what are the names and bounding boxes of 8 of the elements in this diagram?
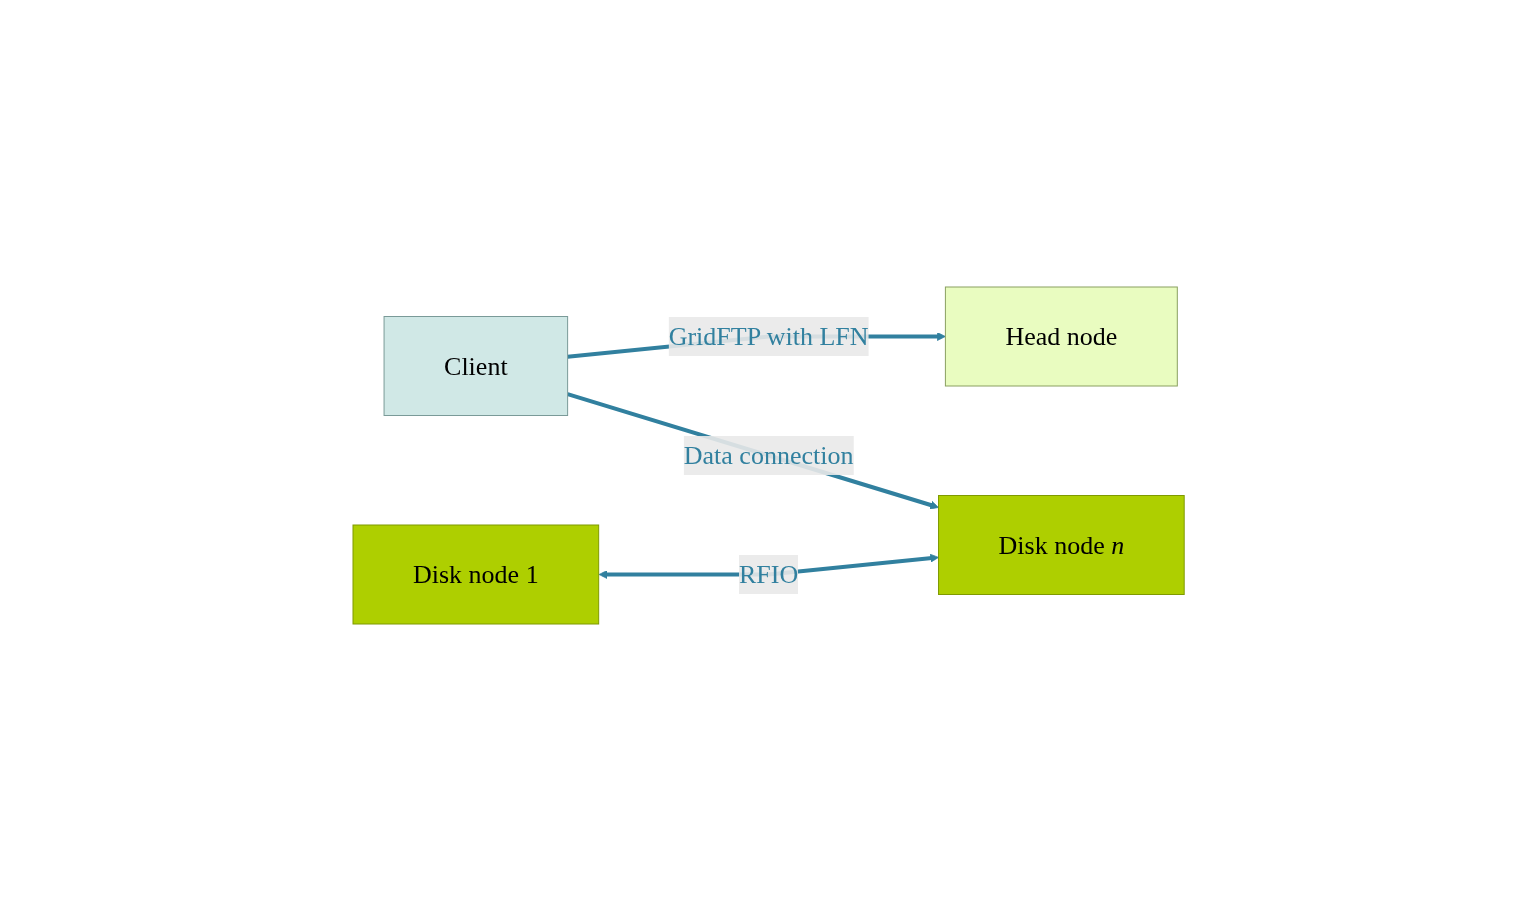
edge-label: GridFTP with LFN [668,322,869,351]
node-box: Client [383,316,568,416]
node-box: Head node [944,286,1178,387]
edge-label: Data connection [683,441,854,470]
arrow [566,392,939,510]
node-box: Disk node 1 [352,524,600,625]
node-box: Disk node n [937,495,1185,595]
edge-label: RFIO [738,560,799,589]
